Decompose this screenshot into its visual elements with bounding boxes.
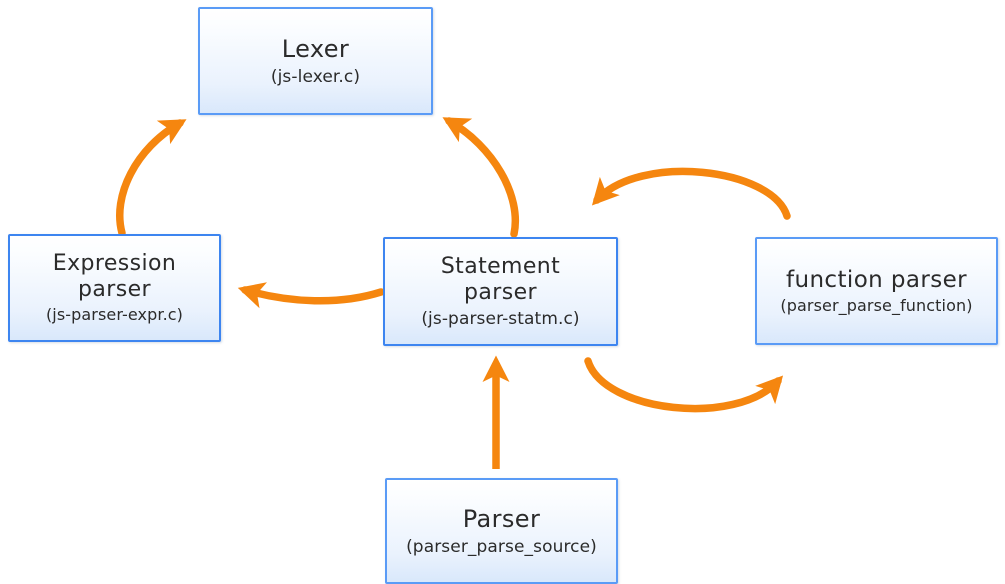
node-parser-subtitle: (parser_parse_source) bbox=[406, 536, 597, 557]
node-lexer-title: Lexer bbox=[281, 35, 350, 64]
node-statement-parser-title: Statement parser bbox=[440, 254, 561, 305]
node-lexer-subtitle: (js-lexer.c) bbox=[270, 66, 361, 87]
node-expression-parser[interactable]: Expression parser (js-parser-expr.c) bbox=[8, 234, 221, 342]
edge-function-to-statement bbox=[591, 167, 791, 220]
node-statement-parser[interactable]: Statement parser (js-parser-statm.c) bbox=[383, 237, 618, 346]
edge-expression-to-lexer bbox=[116, 119, 187, 237]
node-statement-parser-subtitle: (js-parser-statm.c) bbox=[421, 308, 580, 329]
node-expression-parser-subtitle: (js-parser-expr.c) bbox=[45, 305, 184, 325]
edge-statement-to-expression bbox=[237, 282, 385, 309]
edge-statement-to-lexer bbox=[442, 117, 519, 238]
node-parser-title: Parser bbox=[462, 505, 541, 534]
node-parser[interactable]: Parser (parser_parse_source) bbox=[385, 478, 618, 584]
node-function-parser-title: function parser bbox=[785, 266, 967, 293]
node-function-parser-subtitle: (parser_parse_function) bbox=[780, 295, 973, 315]
node-expression-parser-title: Expression parser bbox=[52, 251, 177, 303]
node-lexer[interactable]: Lexer (js-lexer.c) bbox=[198, 7, 433, 115]
edge-statement-to-function bbox=[584, 357, 784, 413]
node-function-parser[interactable]: function parser (parser_parse_function) bbox=[755, 237, 998, 345]
